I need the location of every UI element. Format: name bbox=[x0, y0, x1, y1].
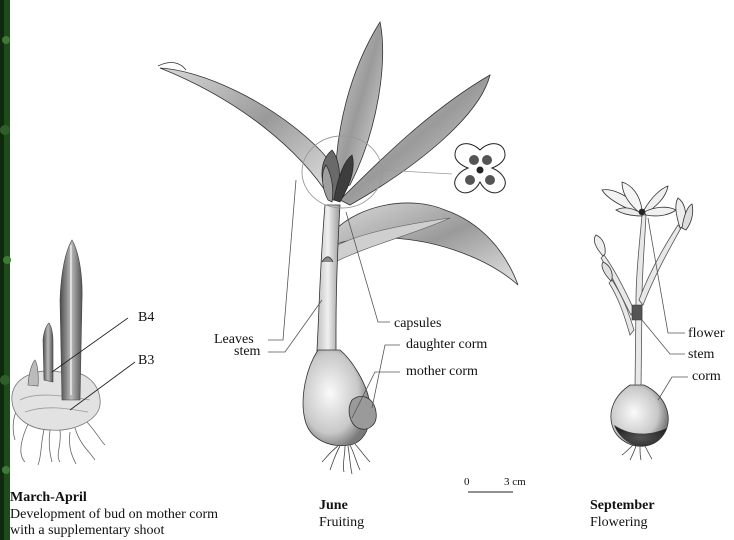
june-fruiting-drawing bbox=[158, 22, 518, 474]
capsule-cross-section bbox=[455, 144, 506, 193]
label-b4: B4 bbox=[138, 310, 154, 325]
scale-start: 0 bbox=[464, 476, 470, 488]
label-capsules: capsules bbox=[394, 316, 441, 331]
caption-september-line1: Flowering bbox=[590, 515, 648, 531]
caption-march-april-title: March-April bbox=[10, 490, 87, 506]
caption-march-april-line2: with a supplementary shoot bbox=[10, 523, 164, 539]
label-stem-june: stem bbox=[234, 344, 260, 359]
foliage-edge bbox=[0, 0, 11, 540]
september-flowering-drawing bbox=[594, 182, 692, 460]
label-b3: B3 bbox=[138, 353, 154, 368]
label-stem-september: stem bbox=[688, 347, 714, 362]
caption-june-title: June bbox=[319, 498, 348, 514]
label-daughter-corm: daughter corm bbox=[406, 337, 487, 352]
label-mother-corm: mother corm bbox=[406, 364, 478, 379]
label-corm: corm bbox=[692, 369, 721, 384]
caption-june-line1: Fruiting bbox=[319, 515, 364, 531]
scale-end: 3 cm bbox=[504, 476, 526, 488]
caption-september-title: September bbox=[590, 498, 655, 514]
march-april-bud-drawing bbox=[12, 240, 135, 465]
caption-march-april-line1: Development of bud on mother corm bbox=[10, 507, 218, 523]
label-flower: flower bbox=[688, 326, 725, 341]
